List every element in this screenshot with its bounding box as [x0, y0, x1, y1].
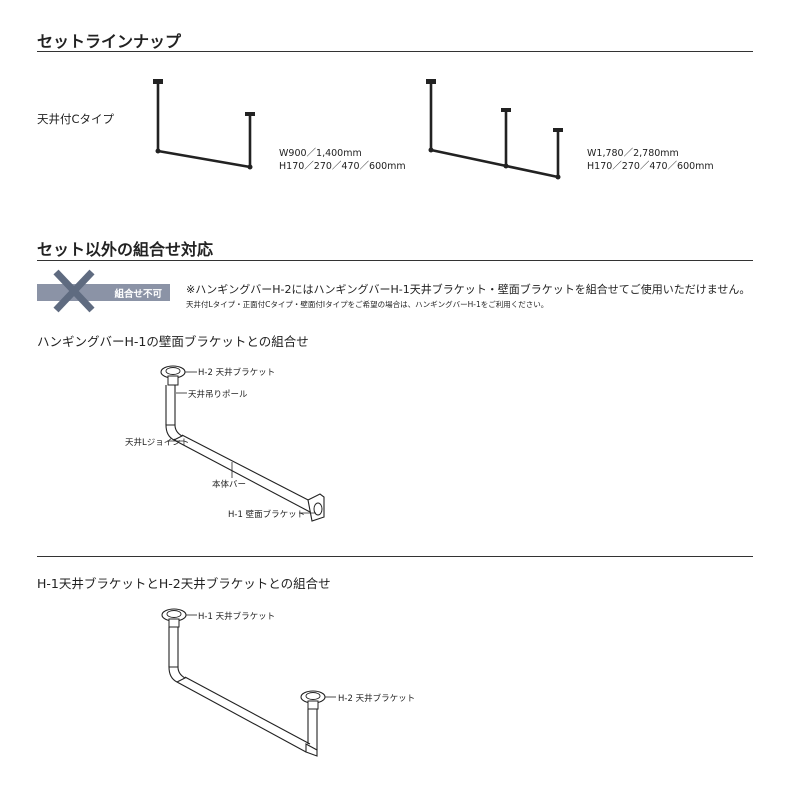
badge-label: 組合せ不可 — [114, 289, 162, 300]
section-divider — [37, 51, 753, 52]
alternative-note: 天井付Lタイプ・正面付Cタイプ・壁面付Iタイプをご希望の場合は、ハンギングバーH… — [186, 300, 549, 309]
combo1-title: ハンギングバーH-1の壁面ブラケットとの組合せ — [37, 334, 309, 349]
section-divider — [37, 260, 753, 261]
callout-h1-ceiling-bracket: H-1 天井ブラケット — [198, 612, 276, 622]
callout-body-bar: 本体バー — [212, 480, 247, 490]
callout-h2-ceiling-bracket: H-2 天井ブラケット — [198, 368, 276, 378]
spec-long-height: H170／270／470／600mm — [587, 161, 714, 172]
spec-short-width: W900／1,400mm — [279, 148, 362, 159]
callout-h2-ceiling-bracket: H-2 天井ブラケット — [338, 694, 416, 704]
callout-h1-wall-bracket: H-1 壁面ブラケット — [228, 510, 306, 520]
section-title-combinations: セット以外の組合せ対応 — [37, 240, 214, 259]
combo2-title: H-1天井ブラケットとH-2天井ブラケットとの組合せ — [37, 576, 331, 591]
spec-long-width: W1,780／2,780mm — [587, 148, 679, 159]
spec-short-height: H170／270／470／600mm — [279, 161, 406, 172]
callout-ceiling-l-joint: 天井Lジョイント — [125, 438, 190, 448]
section-title-lineup: セットラインナップ — [37, 32, 182, 51]
type-label-ceiling-c: 天井付Cタイプ — [37, 112, 115, 126]
callout-hanging-pole: 天井吊りポール — [188, 390, 248, 400]
section-divider — [37, 556, 753, 557]
incompatibility-note: ※ハンギングバーH-2にはハンギングバーH-1天井ブラケット・壁面ブラケットを組… — [186, 283, 751, 296]
